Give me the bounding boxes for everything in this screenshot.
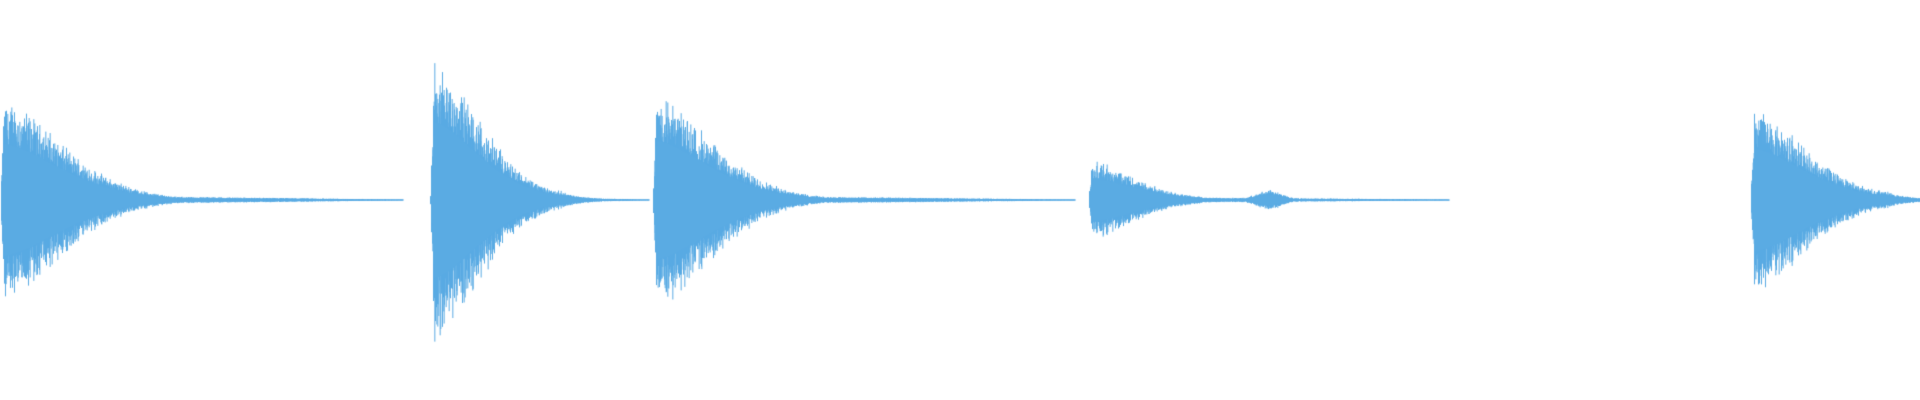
audio-waveform	[0, 0, 1920, 400]
